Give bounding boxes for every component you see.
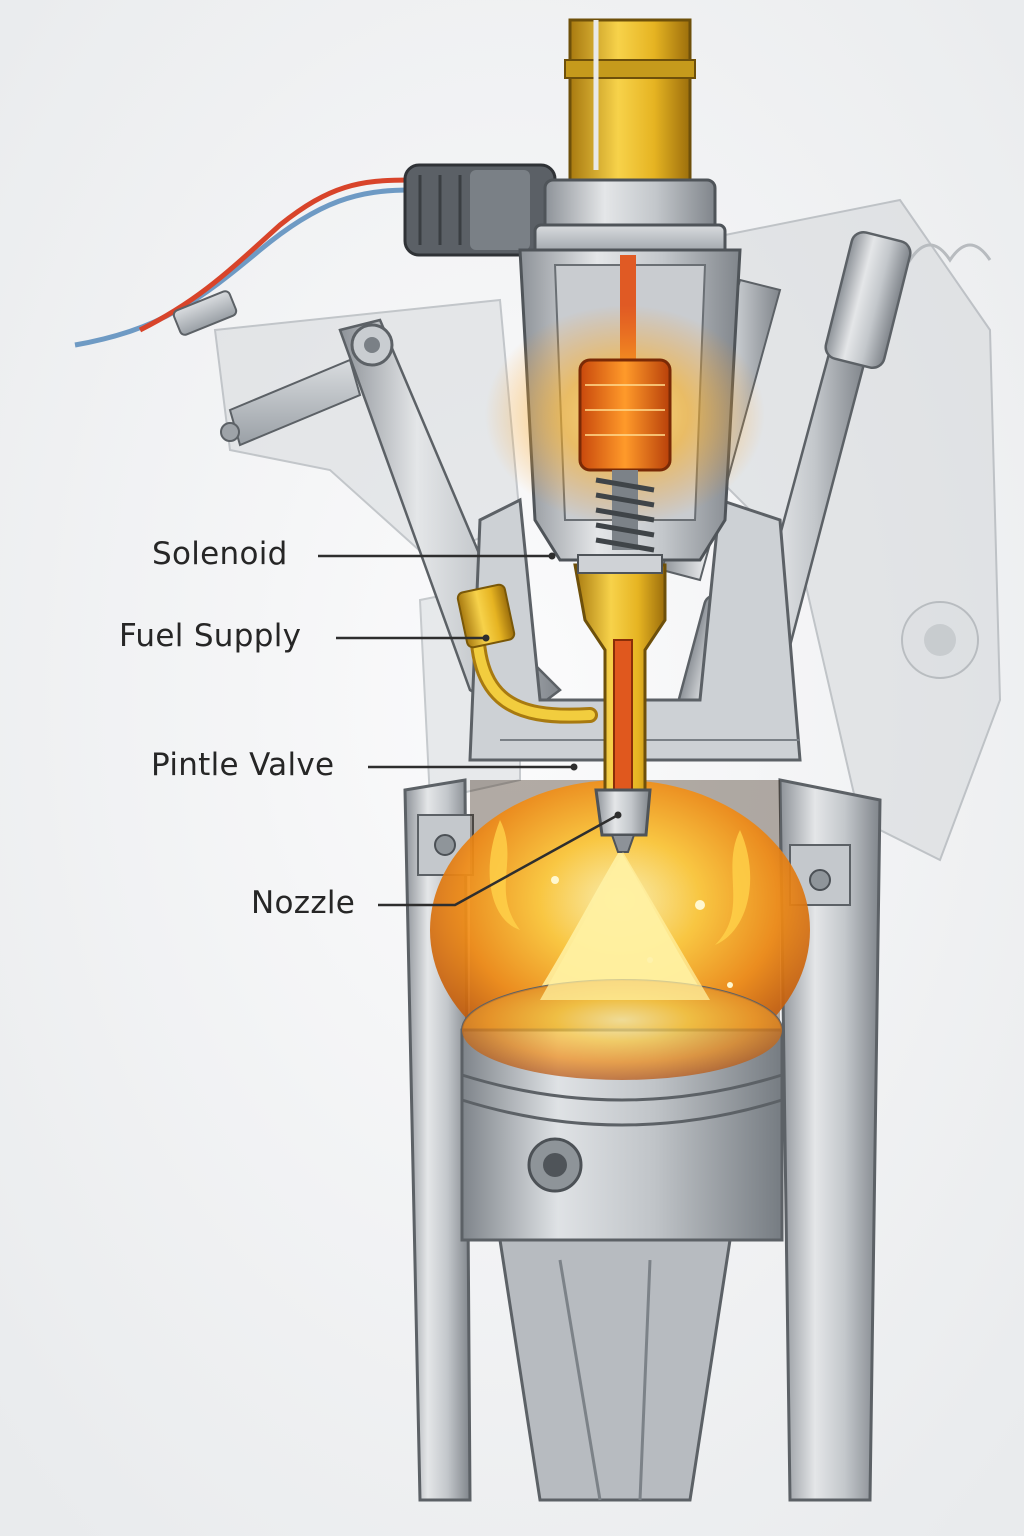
pintle-needle bbox=[613, 639, 633, 801]
callout-dots bbox=[482, 552, 622, 819]
injector-spring bbox=[595, 470, 655, 553]
callout-leaders bbox=[318, 554, 619, 907]
fuel-injector bbox=[485, 18, 765, 853]
fuel-supply-line bbox=[456, 583, 598, 724]
nozzle-leader bbox=[378, 813, 619, 907]
fuel-spray bbox=[540, 852, 710, 1000]
piston bbox=[460, 979, 784, 1502]
label-nozzle: Nozzle bbox=[251, 885, 356, 921]
label-fuel-supply: Fuel Supply bbox=[119, 618, 302, 654]
label-solenoid: Solenoid bbox=[152, 536, 288, 572]
electrical-connector bbox=[403, 163, 557, 257]
label-pintle-valve: Pintle Valve bbox=[151, 747, 335, 783]
solenoid-coil bbox=[578, 358, 672, 472]
solenoid-wires bbox=[74, 177, 411, 348]
